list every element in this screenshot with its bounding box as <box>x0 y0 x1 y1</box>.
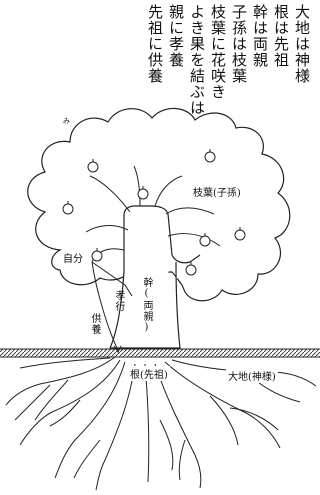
poem-line: 幹は両親 <box>251 4 269 68</box>
poem-line: 大地は神様 <box>293 4 311 84</box>
ground-band <box>0 349 320 357</box>
poem-line: 根は先祖 <box>272 4 290 68</box>
poem: 大地は神様 根は先祖 幹は両親 子孫は枝葉 枝葉に花咲き よき果を結ぶは 親に孝… <box>144 4 312 154</box>
label-root: 根(先祖) <box>128 366 170 381</box>
fruit-icon <box>234 229 246 241</box>
tree-branches <box>85 165 221 263</box>
fruit-icons <box>62 149 246 276</box>
poem-line: 親に孝養 <box>167 4 185 68</box>
label-memorial-service: 供養 <box>89 313 100 335</box>
poem-ruby: み <box>63 117 70 125</box>
fruit-icon <box>87 161 99 173</box>
fruit-icon <box>137 188 149 200</box>
label-branches: 枝葉(子孫) <box>193 188 241 199</box>
fruit-icon <box>199 235 211 247</box>
label-earth: 大地(神様) <box>226 368 278 383</box>
poem-line: 枝葉に花咲き <box>209 4 227 100</box>
poem-line: よき果を結ぶは <box>188 4 206 116</box>
label-filial-piety: 孝行 <box>113 290 124 312</box>
label-trunk: 幹(両親) <box>141 277 152 334</box>
fruit-icon <box>185 264 197 276</box>
poem-line: 子孫は枝葉 <box>230 4 248 84</box>
tree-trunk <box>109 205 201 349</box>
fruit-icon <box>91 250 103 262</box>
label-self: 自分 <box>63 254 83 265</box>
poem-line: 先祖に供養 <box>146 4 164 84</box>
fruit-icon <box>62 203 74 215</box>
